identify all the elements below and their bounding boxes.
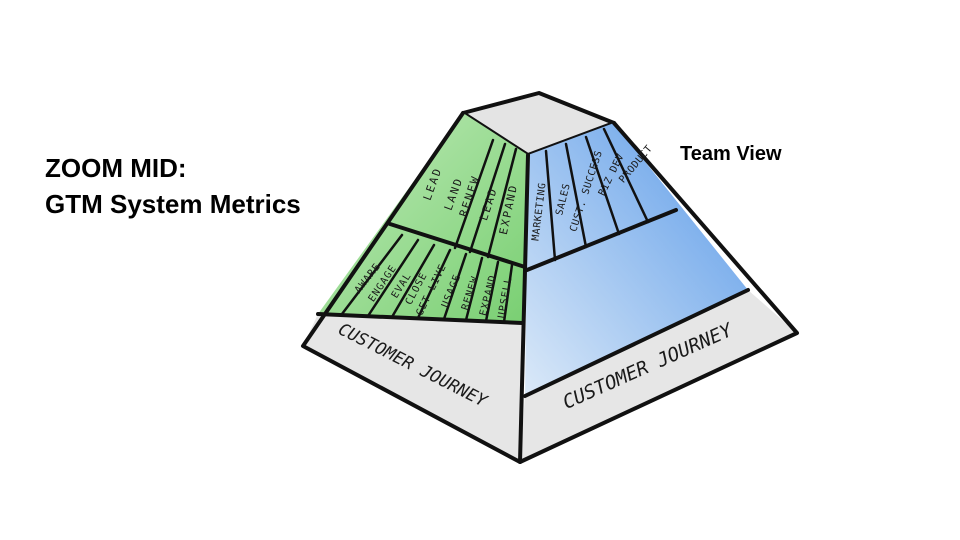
left-lower-divider — [416, 248, 452, 320]
right-face-team-divider — [525, 208, 678, 272]
front-edge — [518, 153, 530, 464]
right-team-divider — [564, 142, 588, 249]
left-lower-divider — [464, 256, 484, 322]
left-band-top-edge — [316, 312, 524, 325]
right-face-journey-band — [520, 290, 797, 462]
left-upper-divider — [468, 142, 507, 254]
team-view-label: Team View — [680, 143, 782, 165]
left-face-middle-divider — [388, 222, 527, 269]
left-upper-divider — [453, 138, 495, 250]
right-band-top-edge — [523, 288, 750, 398]
left-lower-divider — [484, 260, 500, 323]
right-team-divider — [544, 149, 557, 262]
right-face-blue-area — [525, 123, 748, 396]
left-lower-divider — [502, 263, 514, 324]
right-team-divider — [584, 135, 621, 236]
slide-title: ZOOM MID: GTM System Metrics — [45, 150, 301, 222]
title-line-2: GTM System Metrics — [45, 189, 301, 219]
left-lower-divider — [366, 238, 420, 318]
left-lower-divider — [340, 233, 404, 316]
left-upper-divider — [486, 147, 518, 259]
left-lower-divider — [390, 243, 436, 319]
left-face-journey-band — [303, 314, 522, 462]
title-line-1: ZOOM MID: — [45, 153, 187, 183]
left-face-green-area — [318, 113, 528, 323]
left-lower-divider — [442, 252, 468, 321]
right-team-divider — [602, 127, 650, 224]
